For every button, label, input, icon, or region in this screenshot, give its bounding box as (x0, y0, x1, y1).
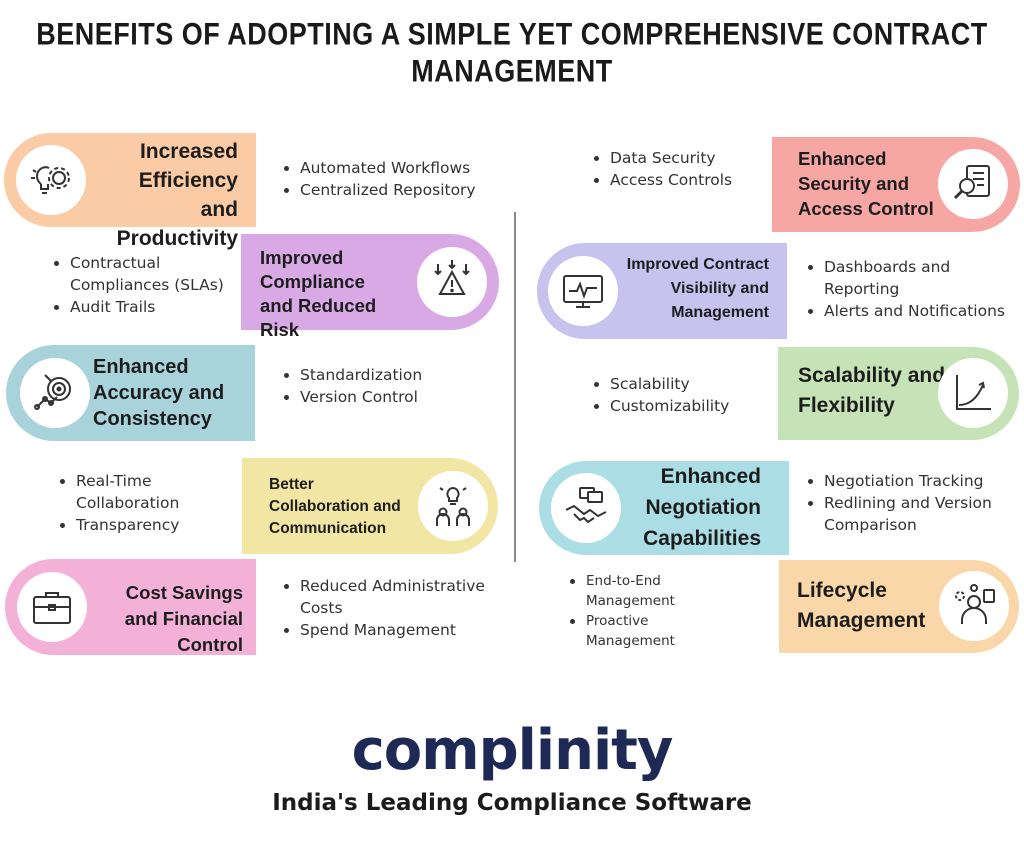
benefit-card-scalability: Scalability and Flexibility (778, 347, 1019, 440)
bullet-item: Data Security (590, 147, 770, 169)
benefit-bullets-cost-savings: Reduced Administrative Costs Spend Manag… (280, 575, 500, 641)
bullet-item: Proactive Management (566, 611, 736, 651)
bullet-item: Access Controls (590, 169, 770, 191)
benefit-title: Better Collaboration and Communication (269, 476, 401, 537)
growth-graph-icon (938, 358, 1008, 428)
bullet-item: Contractual Compliances (SLAs) (50, 252, 240, 296)
benefit-bullets-compliance: Contractual Compliances (SLAs) Audit Tra… (50, 252, 240, 318)
benefit-title: Cost Savings and Financial Control (124, 582, 243, 655)
bullet-item: End-to-End Management (566, 571, 736, 611)
bullet-item: Negotiation Tracking (804, 470, 1022, 492)
benefit-card-negotiation: Enhanced Negotiation Capabilities (539, 461, 789, 555)
benefit-bullets-security: Data Security Access Controls (590, 147, 770, 191)
benefit-card-cost-savings: Cost Savings and Financial Control (5, 559, 256, 655)
bullet-item: Scalability (590, 373, 770, 395)
benefit-card-efficiency: Increased Efficiency and Productivity (4, 133, 256, 250)
bullet-item: Redlining and Version Comparison (804, 492, 1022, 536)
bullet-item: Spend Management (280, 619, 500, 641)
benefit-card-visibility: Improved Contract Visibility and Managem… (537, 243, 787, 339)
person-gears-icon (939, 571, 1009, 641)
center-divider (514, 212, 516, 562)
benefit-bullets-scalability: Scalability Customizability (590, 373, 770, 417)
bullet-item: Transparency (56, 514, 236, 536)
benefit-card-compliance: Improved Compliance and Reduced Risk (241, 234, 499, 340)
benefit-title: Lifecycle Management (797, 579, 926, 632)
benefit-bullets-negotiation: Negotiation Tracking Redlining and Versi… (804, 470, 1022, 536)
benefit-bullets-visibility: Dashboards and Reporting Alerts and Noti… (804, 256, 1022, 322)
bullet-item: Standardization (280, 364, 500, 386)
benefit-title: Enhanced Negotiation Capabilities (643, 465, 761, 550)
bullet-item: Version Control (280, 386, 500, 408)
bullet-item: Centralized Repository (280, 179, 510, 201)
bullet-item: Dashboards and Reporting (804, 256, 1022, 300)
bullet-item: Customizability (590, 395, 770, 417)
bullet-item: Automated Workflows (280, 157, 510, 179)
bullet-item: Real-Time Collaboration (56, 470, 236, 514)
warning-arrows-icon (417, 247, 487, 317)
benefit-title: Scalability and Flexibility (798, 364, 946, 417)
brand-tagline: India's Leading Compliance Software (272, 790, 752, 816)
page-title: BENEFITS OF ADOPTING A SIMPLE YET COMPRE… (36, 16, 988, 89)
benefit-card-accuracy: Enhanced Accuracy and Consistency (6, 345, 255, 441)
benefit-title: Enhanced Security and Access Control (798, 148, 934, 219)
bullet-item: Audit Trails (50, 296, 240, 318)
complinity-logo: complinity (0, 718, 1024, 783)
bullet-item: Reduced Administrative Costs (280, 575, 500, 619)
logo-text: complinity (351, 718, 674, 783)
benefit-card-security: Enhanced Security and Access Control (772, 137, 1020, 232)
briefcase-icon (17, 572, 87, 642)
team-idea-icon (418, 471, 488, 541)
benefit-bullets-lifecycle: End-to-End Management Proactive Manageme… (566, 571, 736, 651)
document-search-icon (938, 149, 1008, 219)
bullet-item: Alerts and Notifications (804, 300, 1022, 322)
benefit-title: Improved Contract Visibility and Managem… (626, 256, 769, 321)
target-icon (20, 358, 90, 428)
benefit-bullets-accuracy: Standardization Version Control (280, 364, 500, 408)
benefit-title: Improved Compliance and Reduced Risk (260, 247, 377, 340)
bulb-gear-icon (16, 145, 86, 215)
benefit-title: Enhanced Accuracy and Consistency (93, 356, 225, 430)
benefit-title: Increased Efficiency and Productivity (116, 140, 238, 250)
handshake-icon (551, 473, 621, 543)
benefit-card-lifecycle: Lifecycle Management (779, 560, 1019, 653)
benefit-card-collaboration: Better Collaboration and Communication (242, 458, 498, 554)
benefit-bullets-efficiency: Automated Workflows Centralized Reposito… (280, 157, 510, 201)
monitor-chart-icon (548, 256, 618, 326)
benefit-bullets-collaboration: Real-Time Collaboration Transparency (56, 470, 236, 536)
